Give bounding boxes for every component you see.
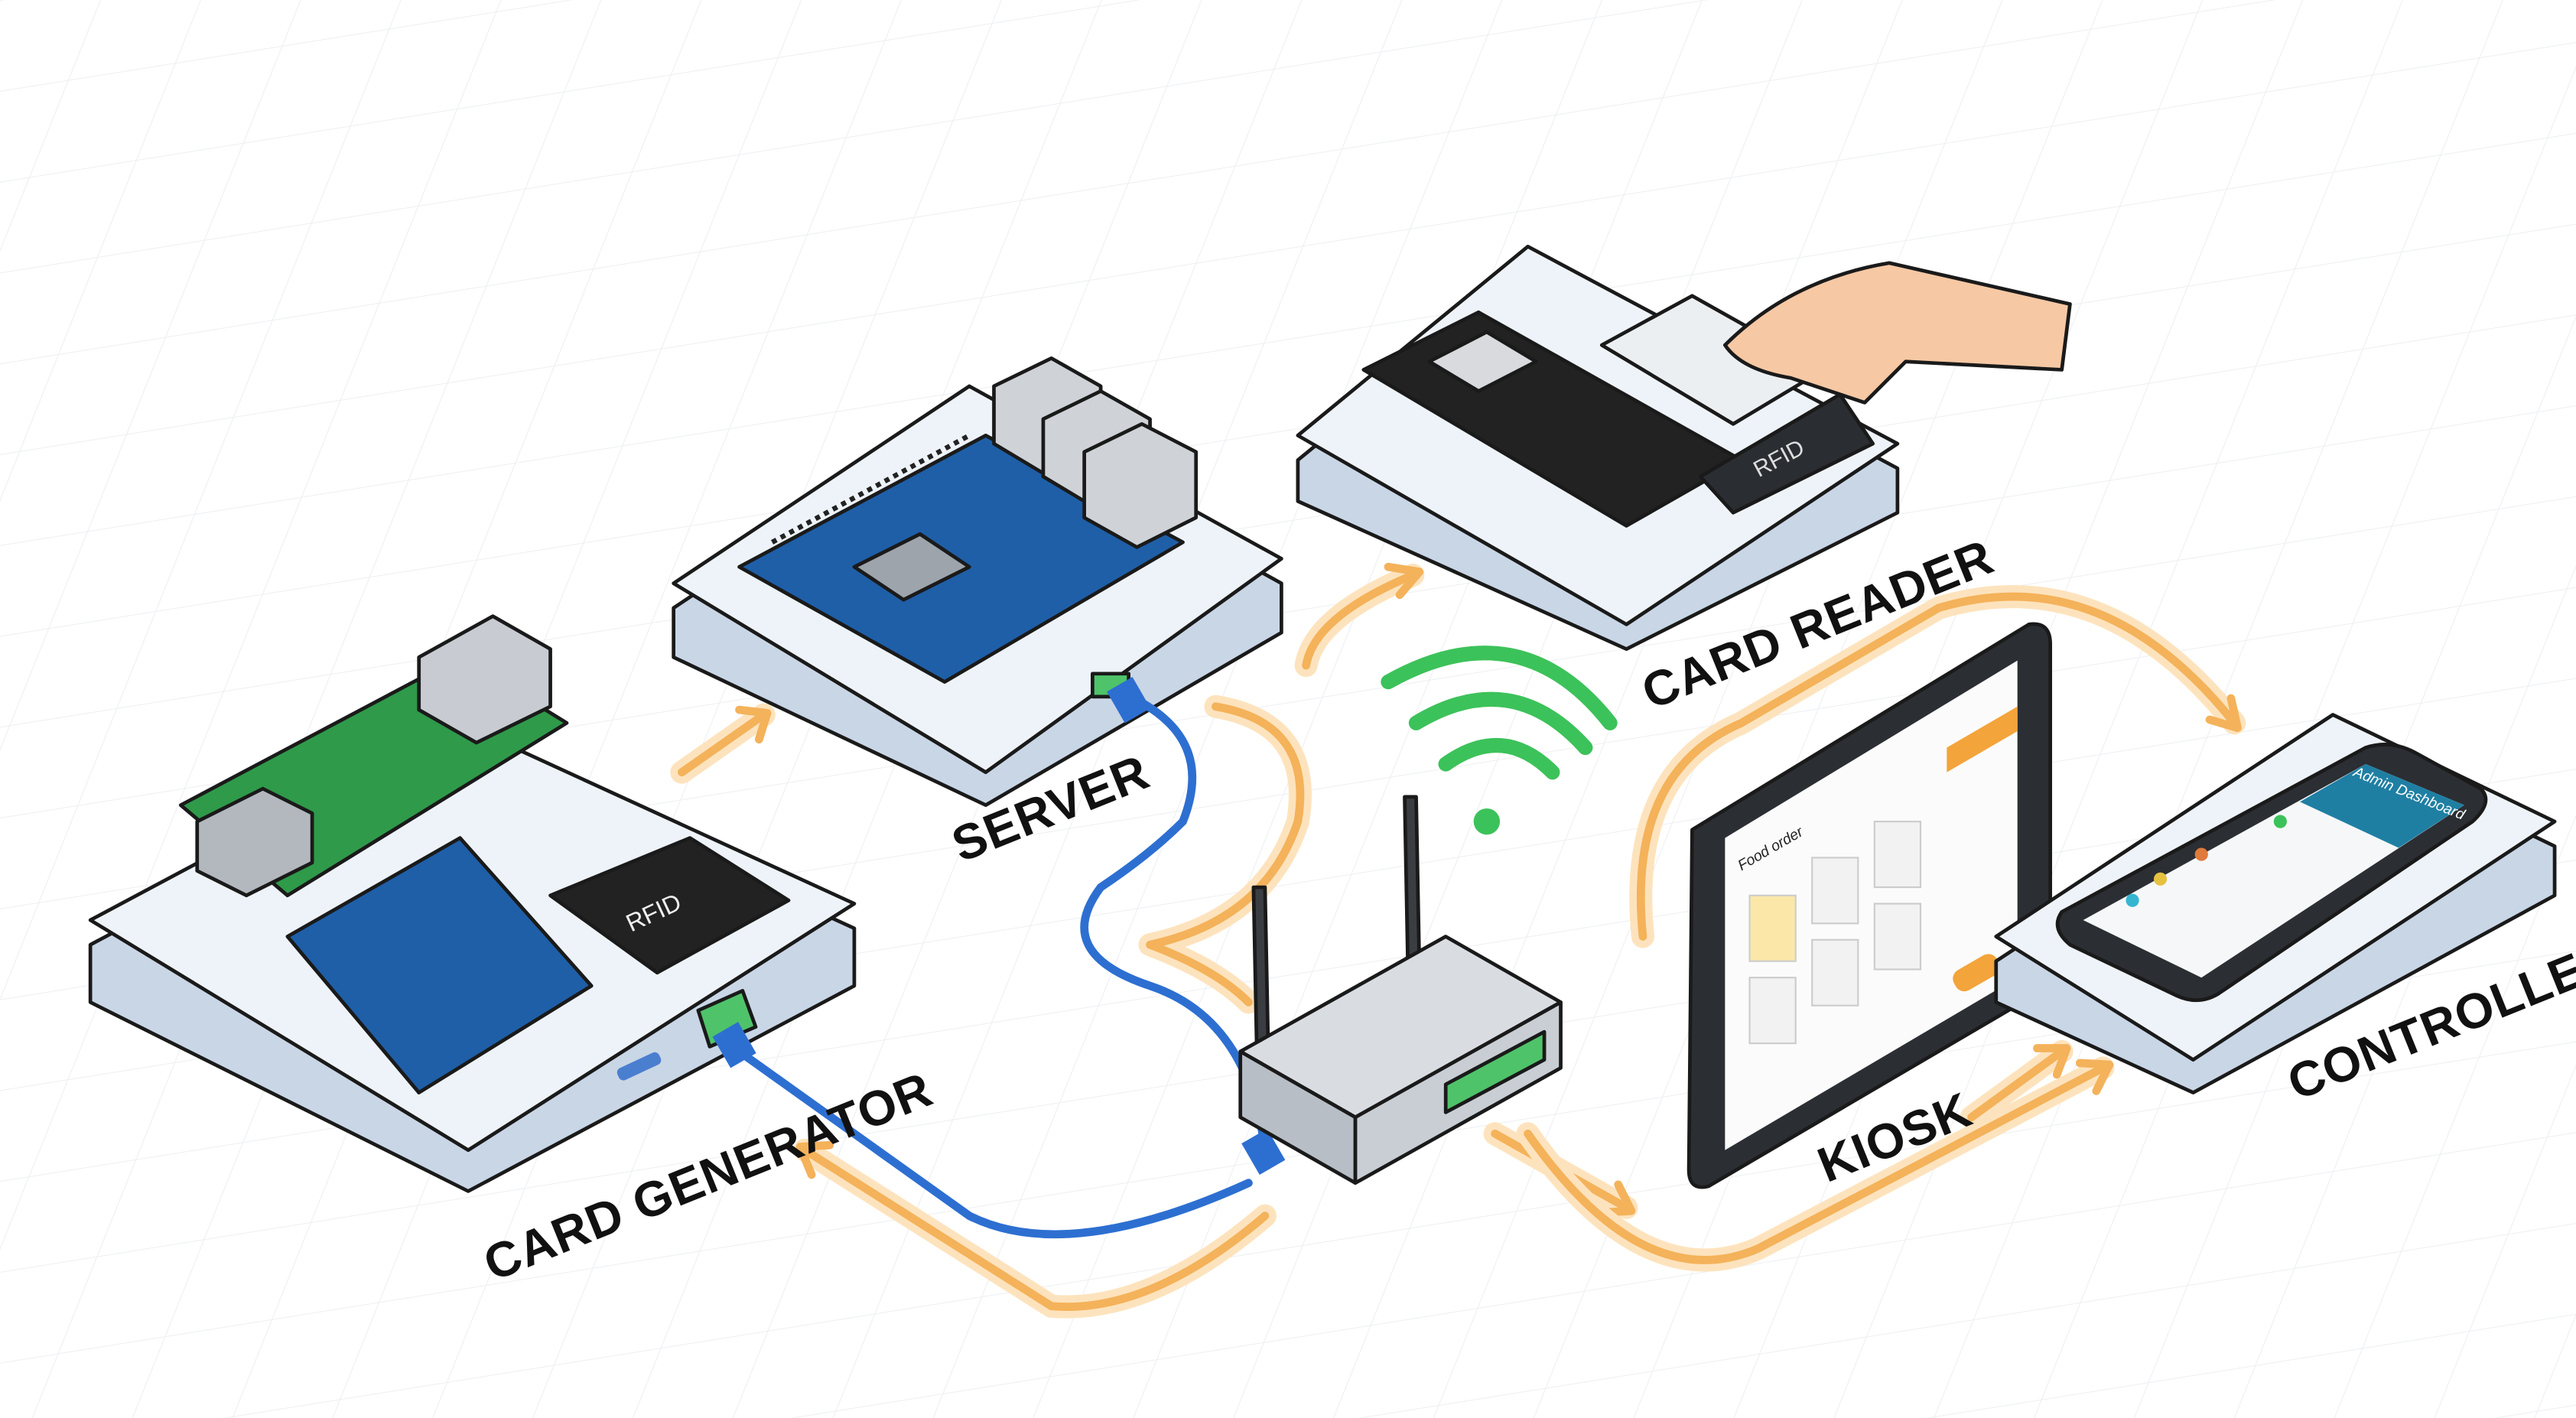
controller-station: Admin Dashboard	[1994, 713, 2557, 1094]
ethernet-cables	[712, 677, 1286, 1239]
card-generator-station: RFID	[88, 614, 857, 1193]
hand	[1722, 261, 2072, 405]
card-reader-station: RFID	[1296, 244, 2072, 651]
router	[1238, 795, 1563, 1185]
data-flow-arrows	[670, 562, 2246, 1319]
wifi-icon	[1381, 646, 1618, 835]
kiosk-tablet: Food order	[1686, 622, 2053, 1189]
